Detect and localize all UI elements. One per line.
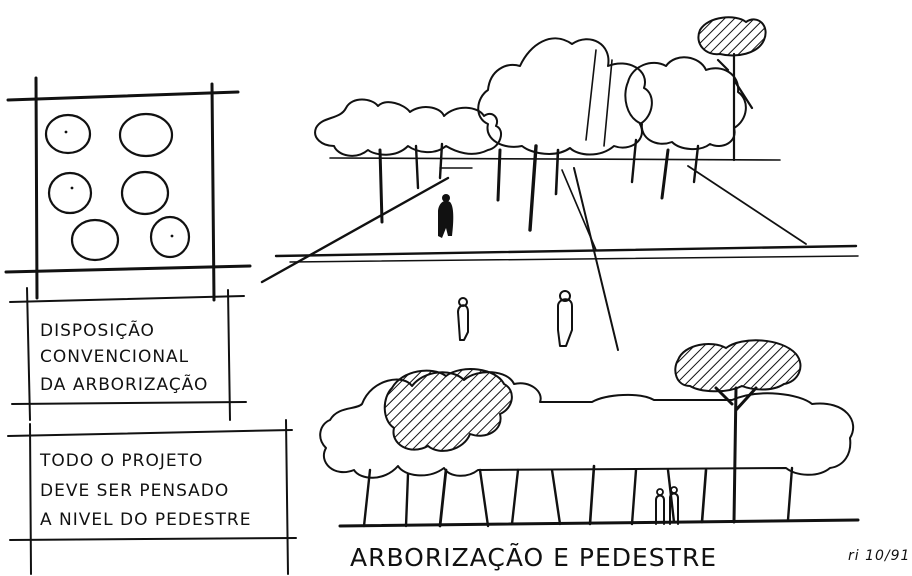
vanishing-line <box>329 157 781 161</box>
elevation-trunks <box>362 386 794 528</box>
perspective-sketch <box>260 16 859 351</box>
pedestrian-mid-left <box>457 304 469 341</box>
road-edge-left <box>260 176 450 284</box>
note-arrangement-line-1: DISPOSIÇÃO <box>40 319 155 341</box>
plan-frame-bottom <box>4 264 252 274</box>
plan-tree-2 <box>118 112 174 158</box>
artist-signature: ri 10/91 <box>848 548 910 564</box>
plan-frame-right <box>210 82 216 302</box>
note-arrangement-line-3: DA ARBORIZAÇÃO <box>40 373 208 395</box>
note-box-arrangement-frame <box>9 287 247 421</box>
note-project-line-3: A NIVEL DO PEDESTRE <box>40 510 251 530</box>
canopy-hatched-left <box>383 368 513 452</box>
pedestrian-mid-right <box>557 298 573 347</box>
plan-tree-5 <box>70 218 120 262</box>
plan-tree-4 <box>120 170 170 216</box>
elevation-ground-line <box>338 518 860 528</box>
tree-canopy-left-group <box>314 98 503 157</box>
pedestrian-figures <box>438 194 573 347</box>
road-line-center <box>573 167 619 351</box>
elevation-sketch <box>319 339 860 528</box>
tree-canopy-center <box>477 37 653 156</box>
plan-tree-canopies <box>44 112 191 262</box>
plan-view-diagram <box>4 76 252 302</box>
pedestrian-far <box>438 200 454 238</box>
horizon-ground-line <box>274 244 858 258</box>
road-edge-right <box>687 165 807 245</box>
note-arrangement-text: DISPOSIÇÃO CONVENCIONAL DA ARBORIZAÇÃO <box>40 319 208 395</box>
note-project-line-1: TODO O PROJETO <box>39 451 203 471</box>
note-box-project-frame <box>7 419 297 575</box>
plan-tree-1 <box>44 113 92 155</box>
note-arrangement-line-2: CONVENCIONAL <box>40 347 189 367</box>
plan-frame-left <box>34 76 39 300</box>
plan-frame-top <box>6 90 240 102</box>
plan-tree-3 <box>47 171 93 215</box>
tree-canopy-hatched-top <box>697 16 767 57</box>
canopy-hatched-right <box>674 339 802 393</box>
elevation-pedestrians <box>655 486 679 525</box>
note-project-line-2: DEVE SER PENSADO <box>40 481 229 501</box>
plan-tree-6 <box>149 215 191 259</box>
perspective-trunks <box>378 49 700 232</box>
sketch-caption: ARBORIZAÇÃO E PEDESTRE <box>350 542 717 572</box>
note-project-text: TODO O PROJETO DEVE SER PENSADO A NIVEL … <box>39 451 251 530</box>
